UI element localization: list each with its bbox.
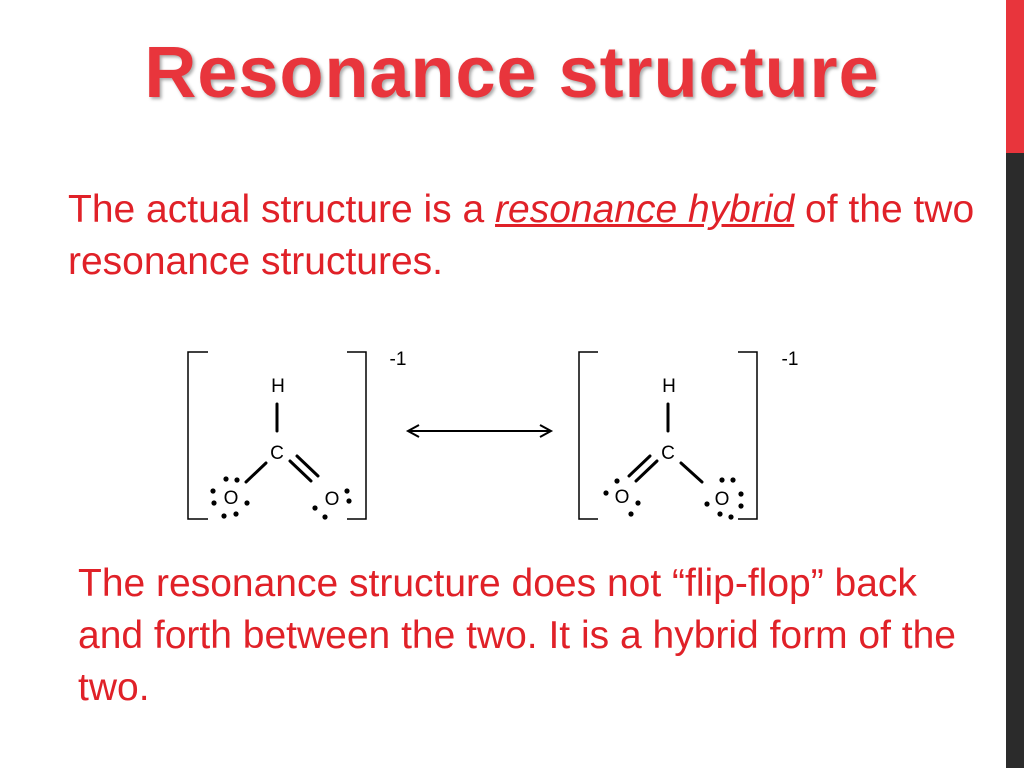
left-oxygen-right-lone-pairs: [312, 488, 352, 520]
left-carbon-atom: C: [270, 443, 284, 464]
intro-paragraph: The actual structure is a resonance hybr…: [68, 184, 988, 288]
resonance-hybrid-term: resonance hybrid: [495, 188, 795, 231]
sidebar-accent-dark: [1006, 153, 1024, 768]
right-oxygen-right-lone-pairs: [704, 477, 744, 520]
right-carbon-atom: C: [661, 443, 675, 464]
right-oxygen-left: O: [615, 487, 630, 508]
left-co-double-bond-1: [288, 459, 313, 483]
right-charge: -1: [782, 349, 799, 370]
left-structure-close-bracket: [347, 351, 367, 520]
left-co-double-bond-2: [295, 454, 320, 478]
left-co-single-bond: [244, 461, 268, 484]
intro-text-before: The actual structure is a: [68, 188, 496, 231]
resonance-arrow: [405, 424, 554, 438]
right-hydrogen-atom: H: [662, 376, 676, 397]
sidebar-accent-red: [1006, 0, 1024, 153]
left-oxygen-left-lone-pairs: [210, 476, 250, 519]
left-oxygen-right: O: [325, 489, 340, 510]
right-oxygen-left-lone-pairs: [603, 478, 641, 517]
left-hydrogen-atom: H: [271, 376, 285, 397]
right-co-single-bond: [679, 461, 704, 484]
slide-title: Resonance structure: [144, 33, 880, 113]
right-structure-close-bracket: [738, 351, 758, 520]
explanation-paragraph: The resonance structure does not “flip-f…: [78, 562, 956, 709]
left-structure-open-bracket: [187, 351, 208, 520]
intro-text-after: of the two resonance structures.: [68, 188, 975, 283]
left-charge: -1: [390, 349, 407, 370]
right-oxygen-right: O: [715, 489, 730, 510]
right-co-double-bond-1: [634, 459, 659, 483]
right-co-double-bond-2: [627, 454, 652, 478]
right-structure-open-bracket: [578, 351, 598, 520]
left-oxygen-left: O: [224, 488, 239, 509]
